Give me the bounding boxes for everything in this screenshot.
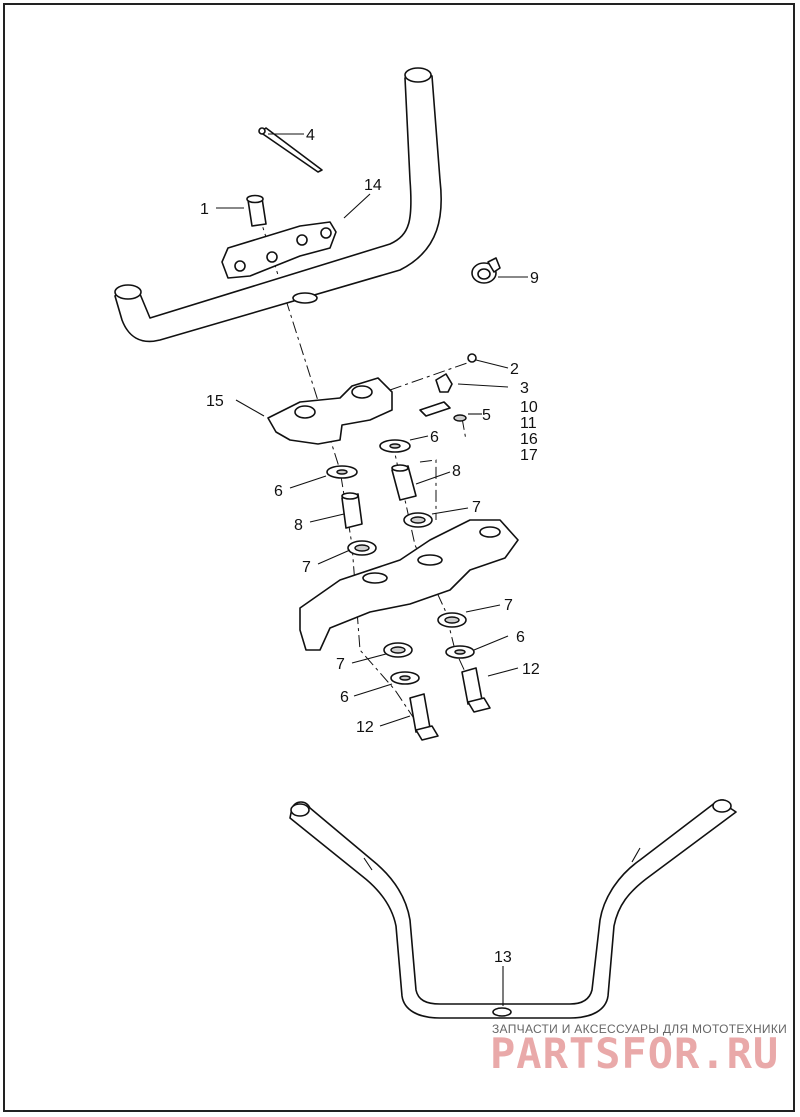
callout-6-c: 6 [516, 629, 525, 646]
watermark-caption: ЗАПЧАСТИ И АКСЕССУАРЫ ДЛЯ МОТОТЕХНИКИ [492, 1022, 787, 1036]
part-7-bushings [347, 512, 467, 658]
callout-6-b: 6 [274, 483, 283, 500]
callout-6-d: 6 [340, 689, 349, 706]
callout-13: 13 [494, 949, 512, 966]
upper-handlebar [114, 67, 443, 343]
callout-16: 16 [520, 431, 538, 448]
callout-17: 17 [520, 447, 538, 464]
watermark-brand: PARTSFOR.RU [490, 1029, 779, 1078]
upper-fork-bracket [299, 519, 519, 651]
callout-12-a: 12 [522, 661, 540, 678]
callout-7-a: 7 [472, 499, 481, 516]
part-9-clip [471, 257, 501, 284]
watermark: ЗАПЧАСТИ И АКСЕССУАРЫ ДЛЯ МОТОТЕХНИКИ PA… [490, 1022, 787, 1078]
callout-7-c: 7 [504, 597, 513, 614]
callout-15: 15 [206, 393, 224, 410]
part-8-spacers [341, 464, 417, 529]
callout-3: 3 [520, 380, 529, 397]
callout-12-b: 12 [356, 719, 374, 736]
part-1-screw [246, 194, 267, 227]
callout-11: 11 [520, 415, 537, 432]
callout-1: 1 [200, 201, 209, 218]
callout-8-a: 8 [452, 463, 461, 480]
part-12-bolts [409, 667, 491, 741]
callout-6-a: 6 [430, 429, 439, 446]
callout-14: 14 [364, 177, 382, 194]
leader-lines [216, 133, 528, 1006]
part-6-washers [326, 439, 475, 685]
callout-4: 4 [306, 127, 315, 144]
callout-10: 10 [520, 399, 538, 416]
callout-2: 2 [510, 361, 519, 378]
part-14-upper-clamp [221, 221, 337, 279]
callout-labels: 4 1 14 9 2 3 5 10 11 16 17 15 6 6 8 8 7 … [200, 127, 540, 966]
callout-5: 5 [482, 407, 491, 424]
part-4-cable-strap [258, 127, 323, 173]
part-13-handlebar [289, 799, 737, 1019]
parts-2-3-5-hardware [419, 353, 477, 422]
callout-7-d: 7 [336, 656, 345, 673]
callout-8-b: 8 [294, 517, 303, 534]
callout-7-b: 7 [302, 559, 311, 576]
callout-9: 9 [530, 270, 539, 287]
part-15-riser-clamp [267, 377, 393, 445]
